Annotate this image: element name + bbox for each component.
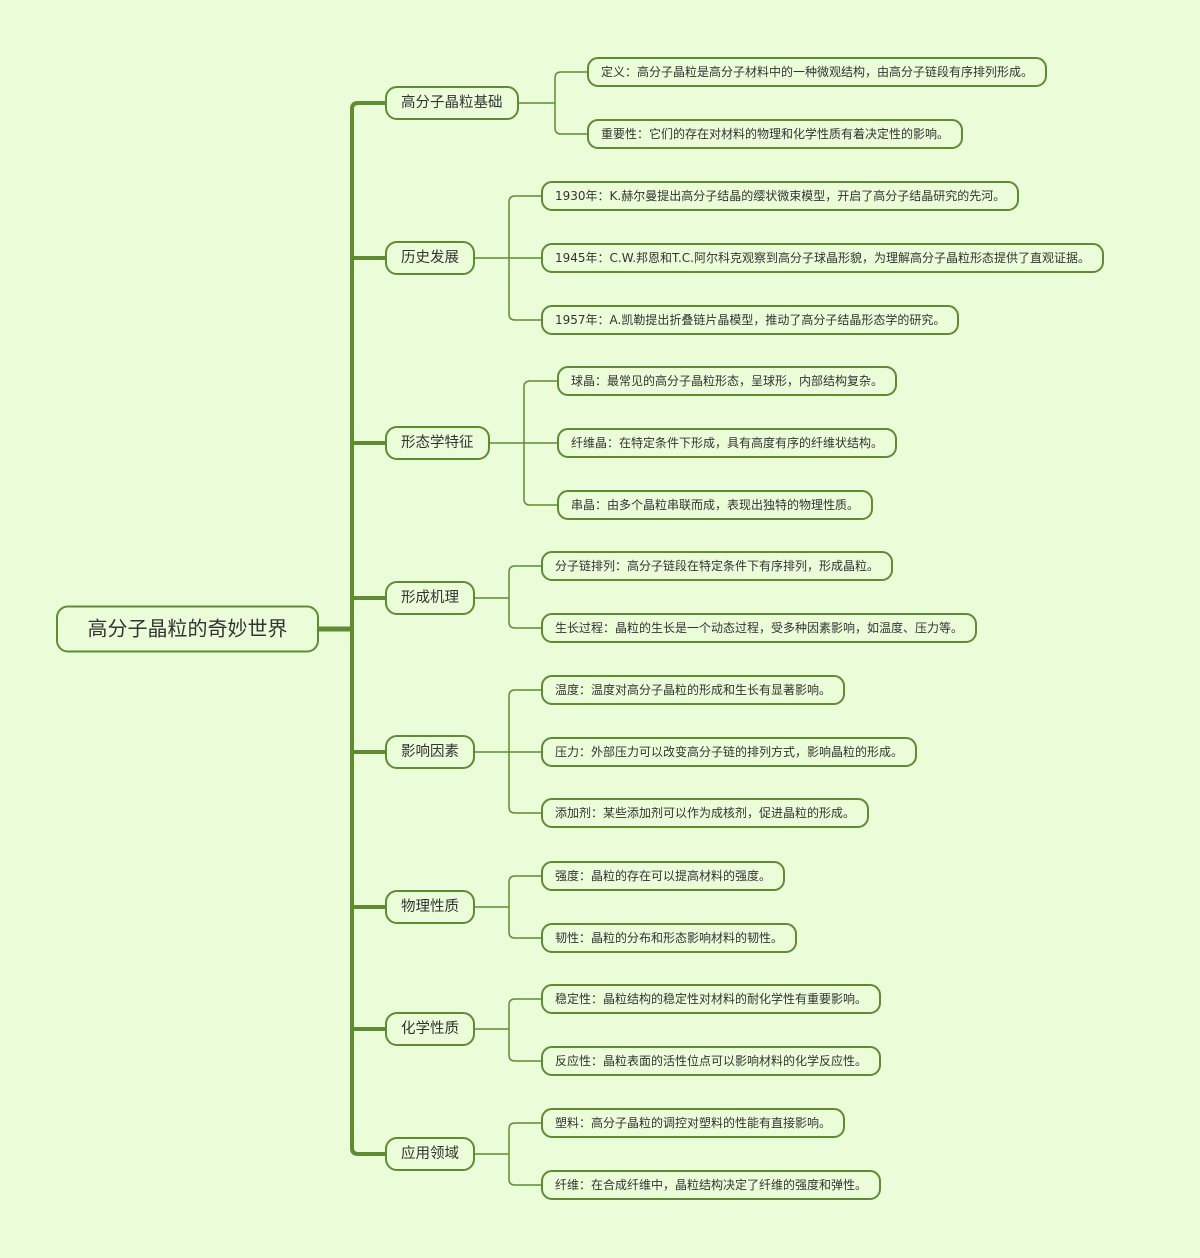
subtopic[interactable]: 重要性：它们的存在对材料的物理和化学性质有着决定性的影响。	[587, 119, 964, 149]
branch-topic[interactable]: 物理性质	[385, 890, 475, 924]
subtopic[interactable]: 添加剂：某些添加剂可以作为成核剂，促进晶粒的形成。	[541, 798, 870, 828]
subtopic[interactable]: 串晶：由多个晶粒串联而成，表现出独特的物理性质。	[557, 490, 874, 520]
subtopic-connector	[508, 998, 541, 1062]
trunk-line	[350, 101, 385, 1156]
subtopic[interactable]: 强度：晶粒的存在可以提高材料的强度。	[541, 861, 786, 891]
subtopic-connector	[508, 565, 541, 629]
branch-topic[interactable]: 形成机理	[385, 581, 475, 615]
subtopic[interactable]: 稳定性：晶粒结构的稳定性对材料的耐化学性有重要影响。	[541, 984, 882, 1014]
branch-topic[interactable]: 高分子晶粒基础	[385, 86, 519, 120]
subtopic[interactable]: 1930年：K.赫尔曼提出高分子结晶的缨状微束模型，开启了高分子结晶研究的先河。	[541, 181, 1020, 211]
subtopic[interactable]: 温度：温度对高分子晶粒的形成和生长有显著影响。	[541, 675, 846, 705]
subtopic[interactable]: 压力：外部压力可以改变高分子链的排列方式，影响晶粒的形成。	[541, 737, 918, 767]
subtopic[interactable]: 塑料：高分子晶粒的调控对塑料的性能有直接影响。	[541, 1108, 846, 1138]
branch-topic[interactable]: 应用领域	[385, 1137, 475, 1171]
subtopic[interactable]: 定义：高分子晶粒是高分子材料中的一种微观结构，由高分子链段有序排列形成。	[587, 57, 1048, 87]
subtopic[interactable]: 球晶：最常见的高分子晶粒形态，呈球形，内部结构复杂。	[557, 366, 898, 396]
subtopic[interactable]: 纤维：在合成纤维中，晶粒结构决定了纤维的强度和弹性。	[541, 1170, 882, 1200]
subtopic[interactable]: 1945年：C.W.邦恩和T.C.阿尔科克观察到高分子球晶形貌，为理解高分子晶粒…	[541, 243, 1104, 273]
subtopic-connector	[508, 875, 541, 939]
subtopic[interactable]: 反应性：晶粒表面的活性位点可以影响材料的化学反应性。	[541, 1046, 882, 1076]
branch-topic[interactable]: 形态学特征	[385, 426, 490, 460]
subtopic-connector	[508, 1122, 541, 1186]
branch-topic[interactable]: 历史发展	[385, 241, 475, 275]
root-topic[interactable]: 高分子晶粒的奇妙世界	[56, 605, 319, 653]
branch-topic[interactable]: 化学性质	[385, 1012, 475, 1046]
subtopic[interactable]: 纤维晶：在特定条件下形成，具有高度有序的纤维状结构。	[557, 428, 898, 458]
branch-topic[interactable]: 影响因素	[385, 735, 475, 769]
subtopic[interactable]: 生长过程：晶粒的生长是一个动态过程，受多种因素影响，如温度、压力等。	[541, 613, 978, 643]
subtopic[interactable]: 1957年：A.凯勒提出折叠链片晶模型，推动了高分子结晶形态学的研究。	[541, 305, 960, 335]
subtopic[interactable]: 韧性：晶粒的分布和形态影响材料的韧性。	[541, 923, 798, 953]
subtopic[interactable]: 分子链排列：高分子链段在特定条件下有序排列，形成晶粒。	[541, 551, 894, 581]
subtopic-connector	[554, 71, 587, 135]
